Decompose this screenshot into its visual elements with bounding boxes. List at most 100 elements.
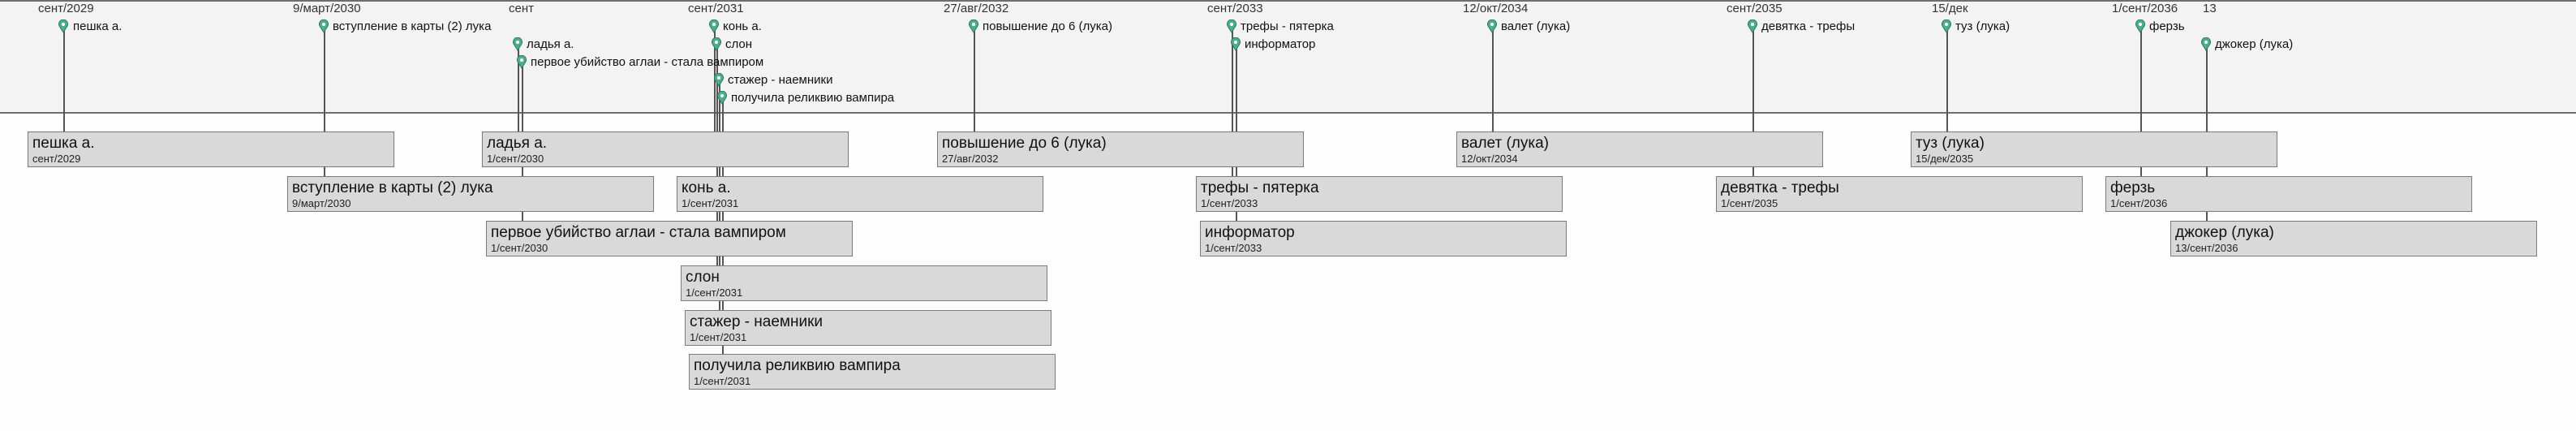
event-date: 1/сент/2030	[487, 153, 544, 165]
event-date: 1/сент/2035	[1721, 197, 1778, 209]
location-pin-icon[interactable]	[716, 91, 728, 105]
event-date: 1/сент/2031	[682, 197, 739, 209]
event-box[interactable]: валет (лука) 12/окт/2034	[1456, 131, 1823, 167]
marker-label: вступление в карты (2) лука	[333, 19, 492, 33]
event-title: пешка а.	[32, 135, 95, 152]
event-title: ферзь	[2110, 179, 2156, 196]
event-box[interactable]: ладья а. 1/сент/2030	[482, 131, 849, 167]
axis-label: 9/март/2030	[293, 2, 361, 15]
location-pin-icon[interactable]	[516, 55, 527, 69]
axis-label: сент/2035	[1727, 2, 1783, 15]
marker-label: пешка а.	[73, 19, 123, 33]
connector-line	[1492, 26, 1494, 131]
event-date: 1/сент/2031	[686, 287, 743, 299]
event-box[interactable]: первое убийство аглаи - стала вампиром 1…	[486, 221, 853, 256]
event-title: получила реликвию вампира	[694, 357, 901, 374]
event-box[interactable]: вступление в карты (2) лука 9/март/2030	[287, 176, 654, 212]
event-title: информатор	[1205, 224, 1295, 241]
location-pin-icon[interactable]	[968, 19, 979, 33]
marker-label: слон	[725, 37, 753, 51]
axis-label: сент	[509, 2, 534, 15]
event-date: 15/дек/2035	[1916, 153, 1974, 165]
event-date: 1/сент/2031	[690, 331, 747, 343]
event-box[interactable]: конь а. 1/сент/2031	[677, 176, 1043, 212]
event-date: сент/2029	[32, 153, 81, 165]
event-title: конь а.	[682, 179, 731, 196]
marker-label: трефы - пятерка	[1241, 19, 1334, 33]
axis-label: 27/авг/2032	[944, 2, 1009, 15]
connector-line	[1946, 26, 1948, 131]
event-title: джокер (лука)	[2175, 224, 2274, 241]
event-box[interactable]: повышение до 6 (лука) 27/авг/2032	[937, 131, 1304, 167]
axis-label: 15/дек	[1932, 2, 1968, 15]
location-pin-icon[interactable]	[1230, 37, 1241, 51]
event-date: 1/сент/2033	[1201, 197, 1258, 209]
marker-label: информатор	[1245, 37, 1316, 51]
event-date: 1/сент/2030	[491, 242, 548, 254]
event-title: трефы - пятерка	[1201, 179, 1319, 196]
marker-label: туз (лука)	[1955, 19, 2010, 33]
event-box[interactable]: получила реликвию вампира 1/сент/2031	[689, 354, 1056, 390]
event-title: первое убийство аглаи - стала вампиром	[491, 224, 786, 241]
event-box[interactable]: слон 1/сент/2031	[681, 265, 1047, 301]
location-pin-icon[interactable]	[58, 19, 69, 33]
event-title: вступление в карты (2) лука	[292, 179, 493, 196]
location-pin-icon[interactable]	[512, 37, 523, 51]
event-box[interactable]: трефы - пятерка 1/сент/2033	[1196, 176, 1563, 212]
location-pin-icon[interactable]	[1747, 19, 1758, 33]
axis-label: 1/сент/2036	[2112, 2, 2178, 15]
connector-line	[1752, 26, 1754, 176]
connector-line	[974, 26, 975, 131]
event-title: туз (лука)	[1916, 135, 1985, 152]
event-box[interactable]: информатор 1/сент/2033	[1200, 221, 1567, 256]
connector-line	[63, 26, 65, 131]
marker-label: джокер (лука)	[2215, 37, 2294, 51]
marker-label: получила реликвию вампира	[731, 91, 895, 105]
location-pin-icon[interactable]	[713, 73, 725, 87]
connector-line	[2140, 26, 2142, 176]
axis-label: сент/2031	[688, 2, 744, 15]
marker-label: конь а.	[723, 19, 762, 33]
marker-label: стажер - наемники	[728, 73, 833, 87]
event-date: 27/авг/2032	[942, 153, 999, 165]
event-box[interactable]: девятка - трефы 1/сент/2035	[1716, 176, 2083, 212]
connector-line	[518, 44, 519, 131]
location-pin-icon[interactable]	[711, 37, 722, 51]
timeline-overview-band	[0, 0, 2576, 114]
event-box[interactable]: туз (лука) 15/дек/2035	[1911, 131, 2277, 167]
event-title: девятка - трефы	[1721, 179, 1839, 196]
event-date: 13/сент/2036	[2175, 242, 2238, 254]
location-pin-icon[interactable]	[2135, 19, 2146, 33]
event-box[interactable]: пешка а. сент/2029	[28, 131, 394, 167]
marker-label: валет (лука)	[1501, 19, 1571, 33]
marker-label: ладья а.	[527, 37, 574, 51]
marker-label: повышение до 6 (лука)	[983, 19, 1113, 33]
event-box[interactable]: стажер - наемники 1/сент/2031	[685, 310, 1051, 346]
marker-label: девятка - трефы	[1761, 19, 1856, 33]
event-date: 1/сент/2036	[2110, 197, 2168, 209]
event-box[interactable]: джокер (лука) 13/сент/2036	[2170, 221, 2537, 256]
location-pin-icon[interactable]	[1941, 19, 1952, 33]
location-pin-icon[interactable]	[1226, 19, 1237, 33]
location-pin-icon[interactable]	[708, 19, 720, 33]
location-pin-icon[interactable]	[318, 19, 329, 33]
event-date: 12/окт/2034	[1461, 153, 1518, 165]
location-pin-icon[interactable]	[1486, 19, 1498, 33]
marker-label: ферзь	[2149, 19, 2185, 33]
axis-label: сент/2033	[1207, 2, 1263, 15]
axis-label: 12/окт/2034	[1463, 2, 1529, 15]
event-date: 1/сент/2033	[1205, 242, 1262, 254]
event-box[interactable]: ферзь 1/сент/2036	[2105, 176, 2472, 212]
event-title: ладья а.	[487, 135, 548, 152]
axis-label: 13	[2203, 2, 2217, 15]
event-date: 1/сент/2031	[694, 375, 751, 387]
location-pin-icon[interactable]	[2200, 37, 2212, 51]
axis-label: сент/2029	[38, 2, 94, 15]
connector-line	[1232, 26, 1233, 176]
event-date: 9/март/2030	[292, 197, 351, 209]
event-title: повышение до 6 (лука)	[942, 135, 1107, 152]
event-title: валет (лука)	[1461, 135, 1549, 152]
event-title: слон	[686, 269, 720, 286]
event-title: стажер - наемники	[690, 313, 824, 330]
